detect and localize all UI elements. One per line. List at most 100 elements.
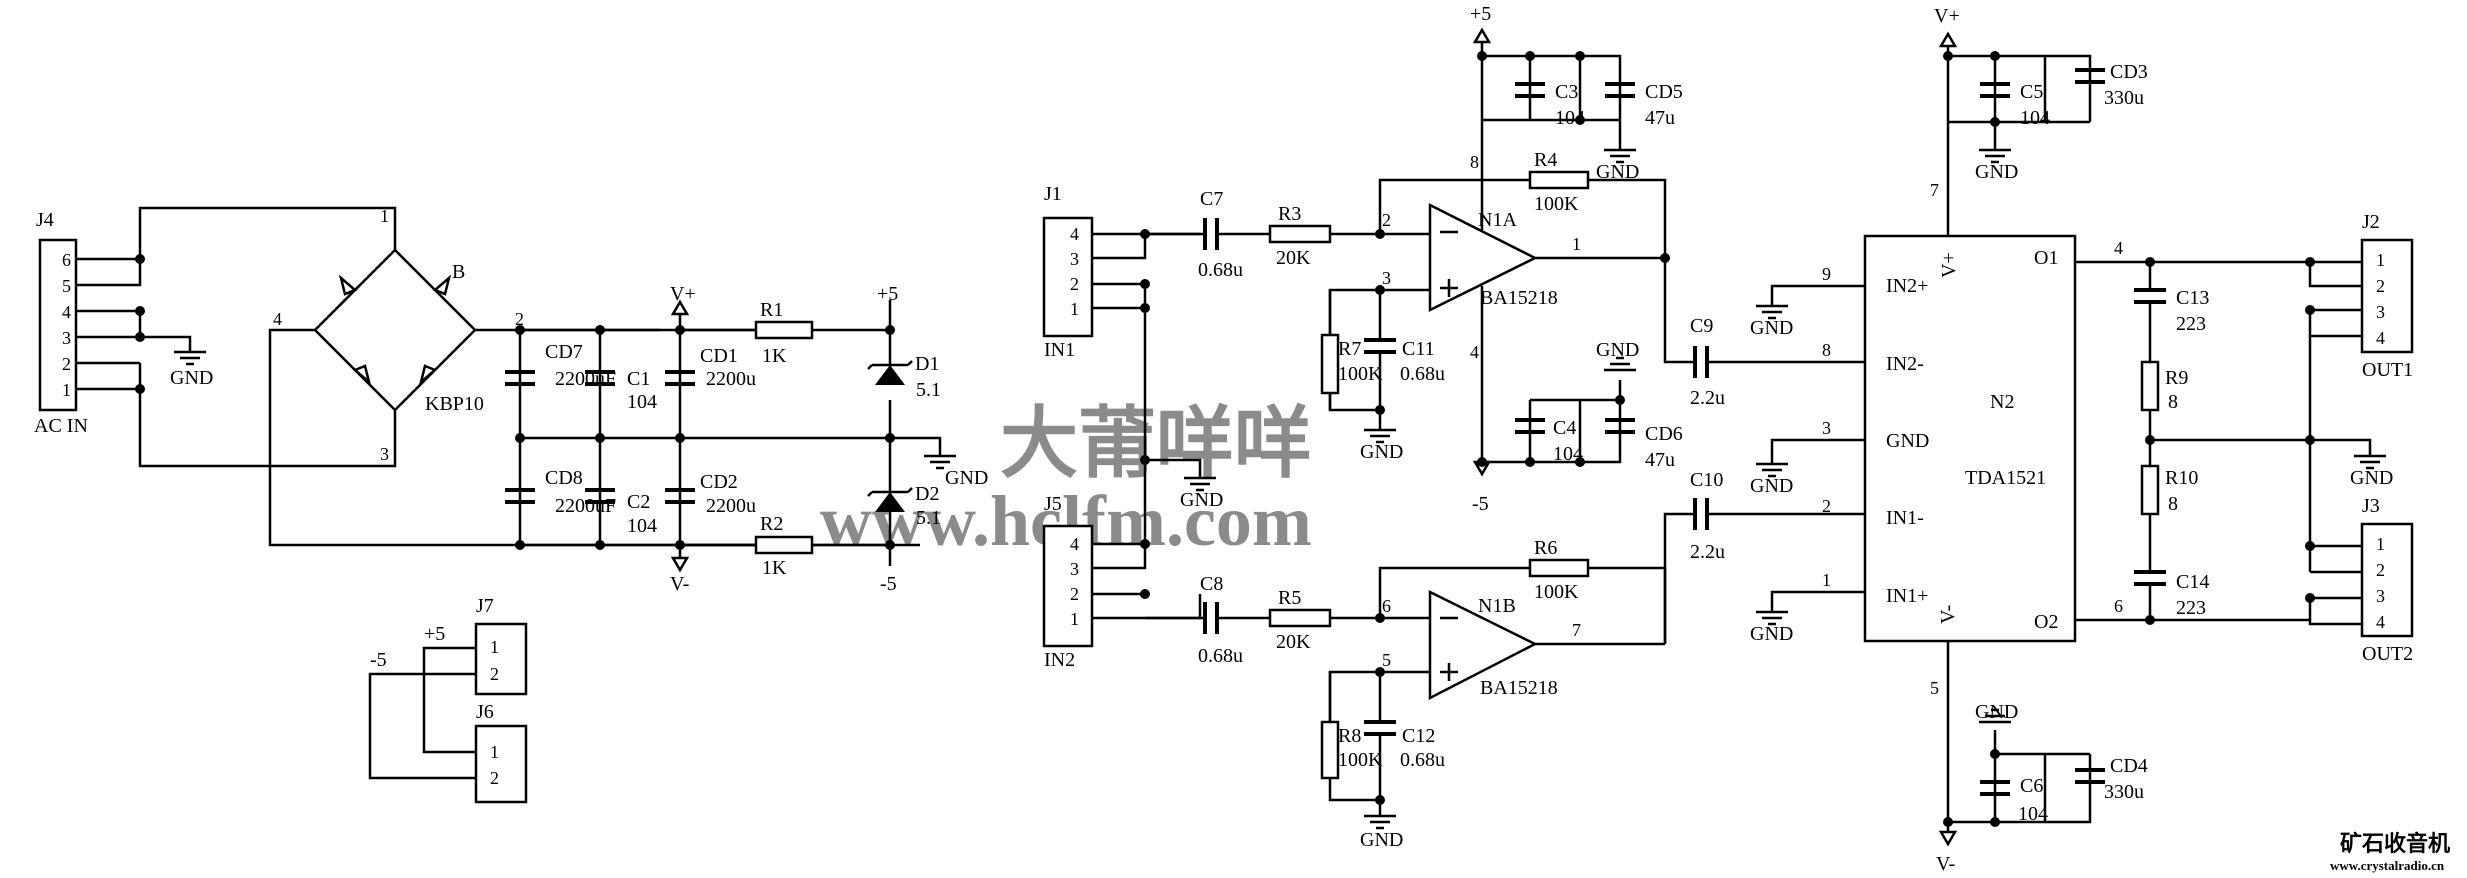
svg-text:C3: C3 — [1555, 81, 1578, 103]
svg-text:2: 2 — [1070, 274, 1079, 294]
svg-text:100K: 100K — [1534, 581, 1579, 603]
svg-text:100K: 100K — [1534, 193, 1579, 215]
svg-text:20K: 20K — [1276, 247, 1311, 269]
svg-text:R2: R2 — [760, 513, 783, 535]
svg-text:2200u: 2200u — [706, 368, 756, 390]
svg-text:IN2-: IN2- — [1886, 353, 1924, 375]
svg-text:5.1: 5.1 — [916, 507, 941, 529]
svg-text:R6: R6 — [1534, 537, 1557, 559]
gnd-symbol: GND — [1596, 148, 1639, 183]
svg-text:GND: GND — [1180, 489, 1223, 511]
svg-text:5.1: 5.1 — [916, 379, 941, 401]
svg-text:C6: C6 — [2020, 775, 2043, 797]
watermark-title: 大莆咩咩 — [1000, 400, 1312, 487]
svg-text:5: 5 — [1930, 678, 1939, 698]
svg-text:-5: -5 — [370, 649, 387, 671]
svg-text:C11: C11 — [1402, 338, 1435, 360]
gnd-symbol: GND — [1975, 701, 2018, 724]
svg-text:GND: GND — [1750, 475, 1793, 497]
svg-text:2200u: 2200u — [706, 495, 756, 517]
svg-text:OUT2: OUT2 — [2362, 643, 2413, 665]
svg-text:0.68u: 0.68u — [1198, 259, 1243, 281]
svg-text:R5: R5 — [1278, 587, 1301, 609]
svg-text:1: 1 — [62, 380, 71, 400]
svg-text:100K: 100K — [1338, 749, 1383, 771]
svg-text:B: B — [452, 261, 465, 283]
svg-text:C2: C2 — [627, 491, 650, 513]
svg-text:R8: R8 — [1338, 725, 1361, 747]
resistor-r6: R6 100K — [1528, 537, 1590, 603]
svg-text:J5: J5 — [1044, 493, 1062, 515]
svg-text:8: 8 — [2168, 493, 2178, 515]
svg-text:V+: V+ — [1938, 252, 1960, 278]
connector-j3: J3 12 34 OUT2 — [2360, 495, 2414, 665]
svg-text:R7: R7 — [1338, 338, 1361, 360]
svg-text:CD1: CD1 — [700, 345, 738, 367]
svg-text:+5: +5 — [1470, 3, 1491, 25]
gnd-symbol: GND — [1975, 148, 2018, 183]
svg-text:J3: J3 — [2362, 495, 2380, 517]
svg-text:223: 223 — [2176, 597, 2206, 619]
svg-text:CD2: CD2 — [700, 471, 738, 493]
svg-text:GND: GND — [1360, 829, 1403, 851]
svg-text:GND: GND — [1596, 339, 1639, 361]
svg-text:2.2u: 2.2u — [1690, 387, 1725, 409]
svg-text:C4: C4 — [1553, 417, 1576, 439]
svg-text:GND: GND — [170, 367, 213, 389]
svg-text:6: 6 — [2114, 596, 2123, 616]
svg-text:1: 1 — [380, 206, 389, 226]
svg-text:6: 6 — [62, 250, 71, 270]
gnd-symbol: GND — [170, 350, 213, 389]
connector-j6: J6 12 — [474, 701, 528, 804]
svg-text:CD6: CD6 — [1645, 423, 1683, 445]
svg-text:47u: 47u — [1645, 107, 1675, 129]
svg-text:0.68u: 0.68u — [1198, 645, 1243, 667]
svg-text:C9: C9 — [1690, 315, 1713, 337]
svg-text:GND: GND — [1886, 430, 1929, 452]
svg-text:8: 8 — [1470, 152, 1479, 172]
svg-text:IN1+: IN1+ — [1886, 585, 1928, 607]
svg-text:AC IN: AC IN — [34, 415, 88, 437]
svg-text:J6: J6 — [476, 701, 494, 723]
svg-text:R9: R9 — [2165, 367, 2188, 389]
svg-text:1: 1 — [490, 637, 499, 657]
svg-text:N1B: N1B — [1478, 595, 1516, 617]
svg-text:V-: V- — [1936, 853, 1955, 875]
svg-text:C1: C1 — [627, 368, 650, 390]
svg-text:TDA1521: TDA1521 — [1965, 467, 2046, 489]
svg-text:3: 3 — [1382, 268, 1391, 288]
svg-text:104: 104 — [627, 515, 657, 537]
svg-text:0.68u: 0.68u — [1400, 749, 1445, 771]
svg-text:N2: N2 — [1990, 391, 2014, 413]
svg-text:GND: GND — [1975, 161, 2018, 183]
svg-text:CD7: CD7 — [545, 341, 583, 363]
corner-watermark-url: www.crystalradio.cn — [2330, 858, 2445, 873]
svg-text:5: 5 — [1382, 650, 1391, 670]
svg-text:O1: O1 — [2034, 247, 2058, 269]
svg-text:3: 3 — [380, 444, 389, 464]
connector-j1: J1 43 21 IN1 — [1042, 183, 1094, 361]
svg-text:V+: V+ — [1934, 5, 1960, 27]
svg-text:R1: R1 — [760, 299, 783, 321]
bridge-rectifier-b: B KBP10 — [313, 248, 484, 415]
svg-text:3: 3 — [62, 328, 71, 348]
svg-text:20K: 20K — [1276, 631, 1311, 653]
svg-text:V-: V- — [1937, 605, 1959, 624]
svg-text:KBP10: KBP10 — [425, 393, 484, 415]
gnd-symbol: GND — [1180, 476, 1223, 511]
svg-text:R10: R10 — [2165, 467, 2198, 489]
svg-text:3: 3 — [1822, 418, 1831, 438]
svg-text:GND: GND — [2350, 467, 2393, 489]
svg-text:3: 3 — [1070, 559, 1079, 579]
svg-text:C8: C8 — [1200, 573, 1223, 595]
svg-text:8: 8 — [1822, 340, 1831, 360]
